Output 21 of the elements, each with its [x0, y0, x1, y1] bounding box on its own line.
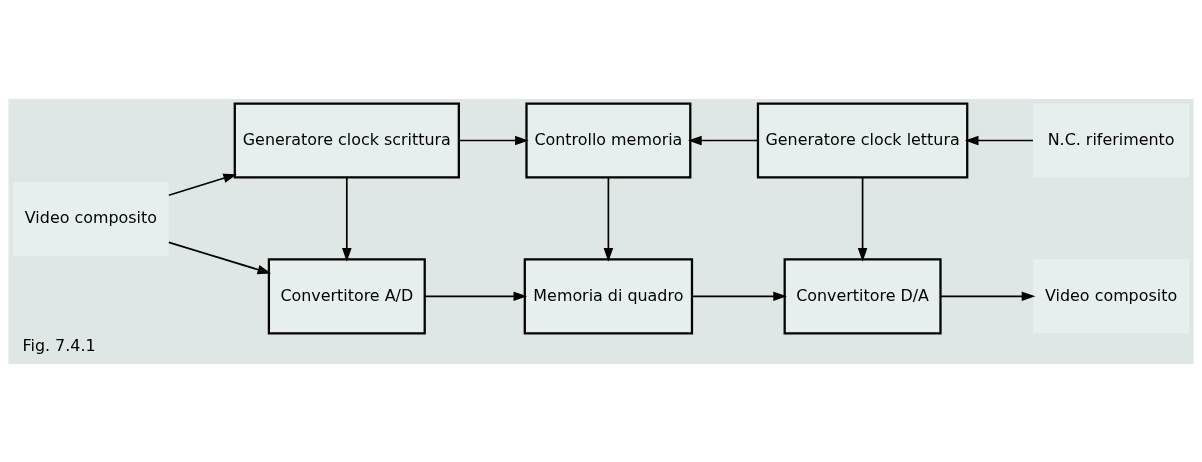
node-box: Convertitore A/D — [267, 257, 426, 334]
arrow — [458, 135, 529, 145]
node-box: Memoria di quadro — [523, 257, 694, 334]
arrow — [688, 135, 759, 145]
node-box: Generatore clock lettura — [756, 101, 969, 179]
arrow — [424, 291, 528, 301]
node-box: Generatore clock scrittura — [233, 101, 460, 179]
arrow — [342, 176, 352, 262]
node-box: Controllo memoria — [525, 101, 692, 179]
arrow — [857, 176, 868, 262]
arrow — [964, 135, 1034, 145]
arrow — [603, 176, 614, 262]
node-box: N.C. riferimento — [1033, 103, 1189, 177]
node-box: Video composito — [1033, 258, 1189, 333]
arrow — [939, 291, 1036, 301]
caption: Fig. 7.4.1 — [22, 335, 96, 355]
arrow — [167, 173, 237, 196]
arrow — [691, 291, 787, 301]
arrow — [167, 241, 272, 274]
node-box: Video composito — [13, 181, 169, 256]
node-box: Convertitore D/A — [783, 257, 942, 334]
